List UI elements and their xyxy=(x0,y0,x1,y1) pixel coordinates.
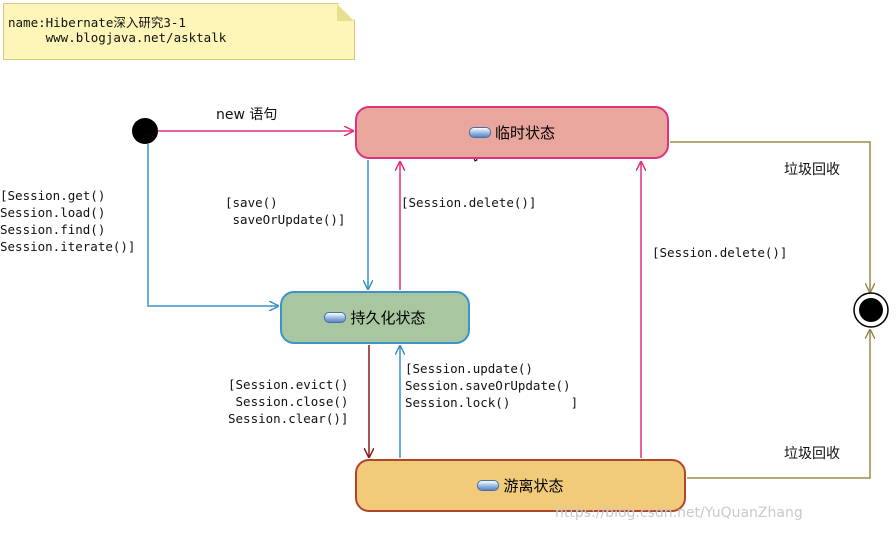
arrow-gc-top xyxy=(670,141,870,292)
state-icon xyxy=(324,312,347,323)
label-gc-bottom: 垃圾回收 xyxy=(784,446,840,462)
label-delete-persist: [Session.delete()] xyxy=(401,195,537,210)
initial-node xyxy=(132,118,158,144)
state-persistent-label: 持久化状态 xyxy=(350,309,426,327)
arrow-gc-bottom xyxy=(687,330,870,479)
state-detached-label: 游离状态 xyxy=(503,477,564,495)
final-node-core xyxy=(859,298,883,322)
note-line-1: name:Hibernate深入研究3-1 xyxy=(8,15,186,30)
watermark: https://blog.csdn.net/YuQuanZhang xyxy=(555,505,803,521)
label-new-statement: new 语句 xyxy=(216,107,278,123)
state-persistent: 持久化状态 xyxy=(280,291,470,344)
label-evict: [Session.evict() Session.close() Session… xyxy=(228,377,349,426)
state-icon xyxy=(468,127,491,138)
state-temporary: 临时状态 xyxy=(355,106,669,159)
label-update: [Session.update() Session.saveOrUpdate()… xyxy=(405,361,579,410)
state-icon xyxy=(477,480,500,491)
label-session-get: [Session.get() Session.load() Session.fi… xyxy=(0,188,136,254)
label-gc-top: 垃圾回收 xyxy=(784,162,840,178)
note-line-2: www.blogjava.net/asktalk xyxy=(8,30,227,45)
label-save: [save() saveOrUpdate()] xyxy=(225,195,346,227)
state-detached: 游离状态 xyxy=(355,459,686,512)
label-delete-detached: [Session.delete()] xyxy=(652,245,788,260)
state-temporary-label: 临时状态 xyxy=(494,124,555,142)
arrow-session-get xyxy=(147,144,278,306)
